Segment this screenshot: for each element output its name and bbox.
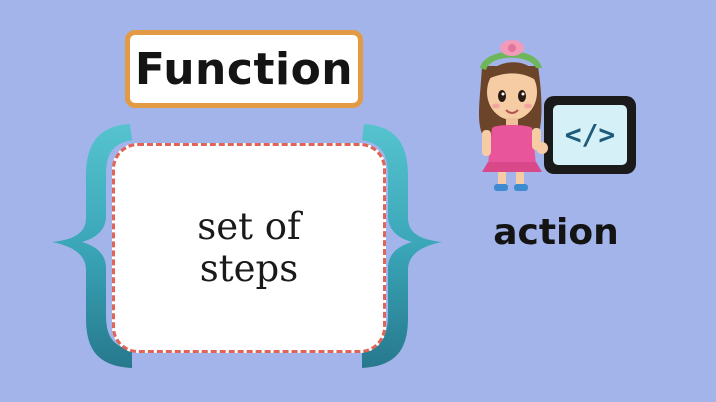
- curly-braces: [52, 124, 442, 368]
- steps-text: set of steps: [149, 206, 349, 290]
- girl-character: </>: [479, 40, 636, 191]
- steps-line-2: steps: [199, 247, 299, 290]
- function-title-box: Function: [125, 30, 363, 108]
- curly-brace-right-icon: [362, 124, 442, 368]
- function-title: Function: [134, 43, 354, 95]
- tablet-code-icon: </>: [544, 96, 636, 174]
- curly-brace-left-icon: [52, 124, 132, 368]
- action-label: action: [493, 212, 619, 253]
- code-symbol: </>: [565, 118, 616, 151]
- steps-line-1: set of: [197, 205, 301, 248]
- steps-box: set of steps: [112, 143, 386, 353]
